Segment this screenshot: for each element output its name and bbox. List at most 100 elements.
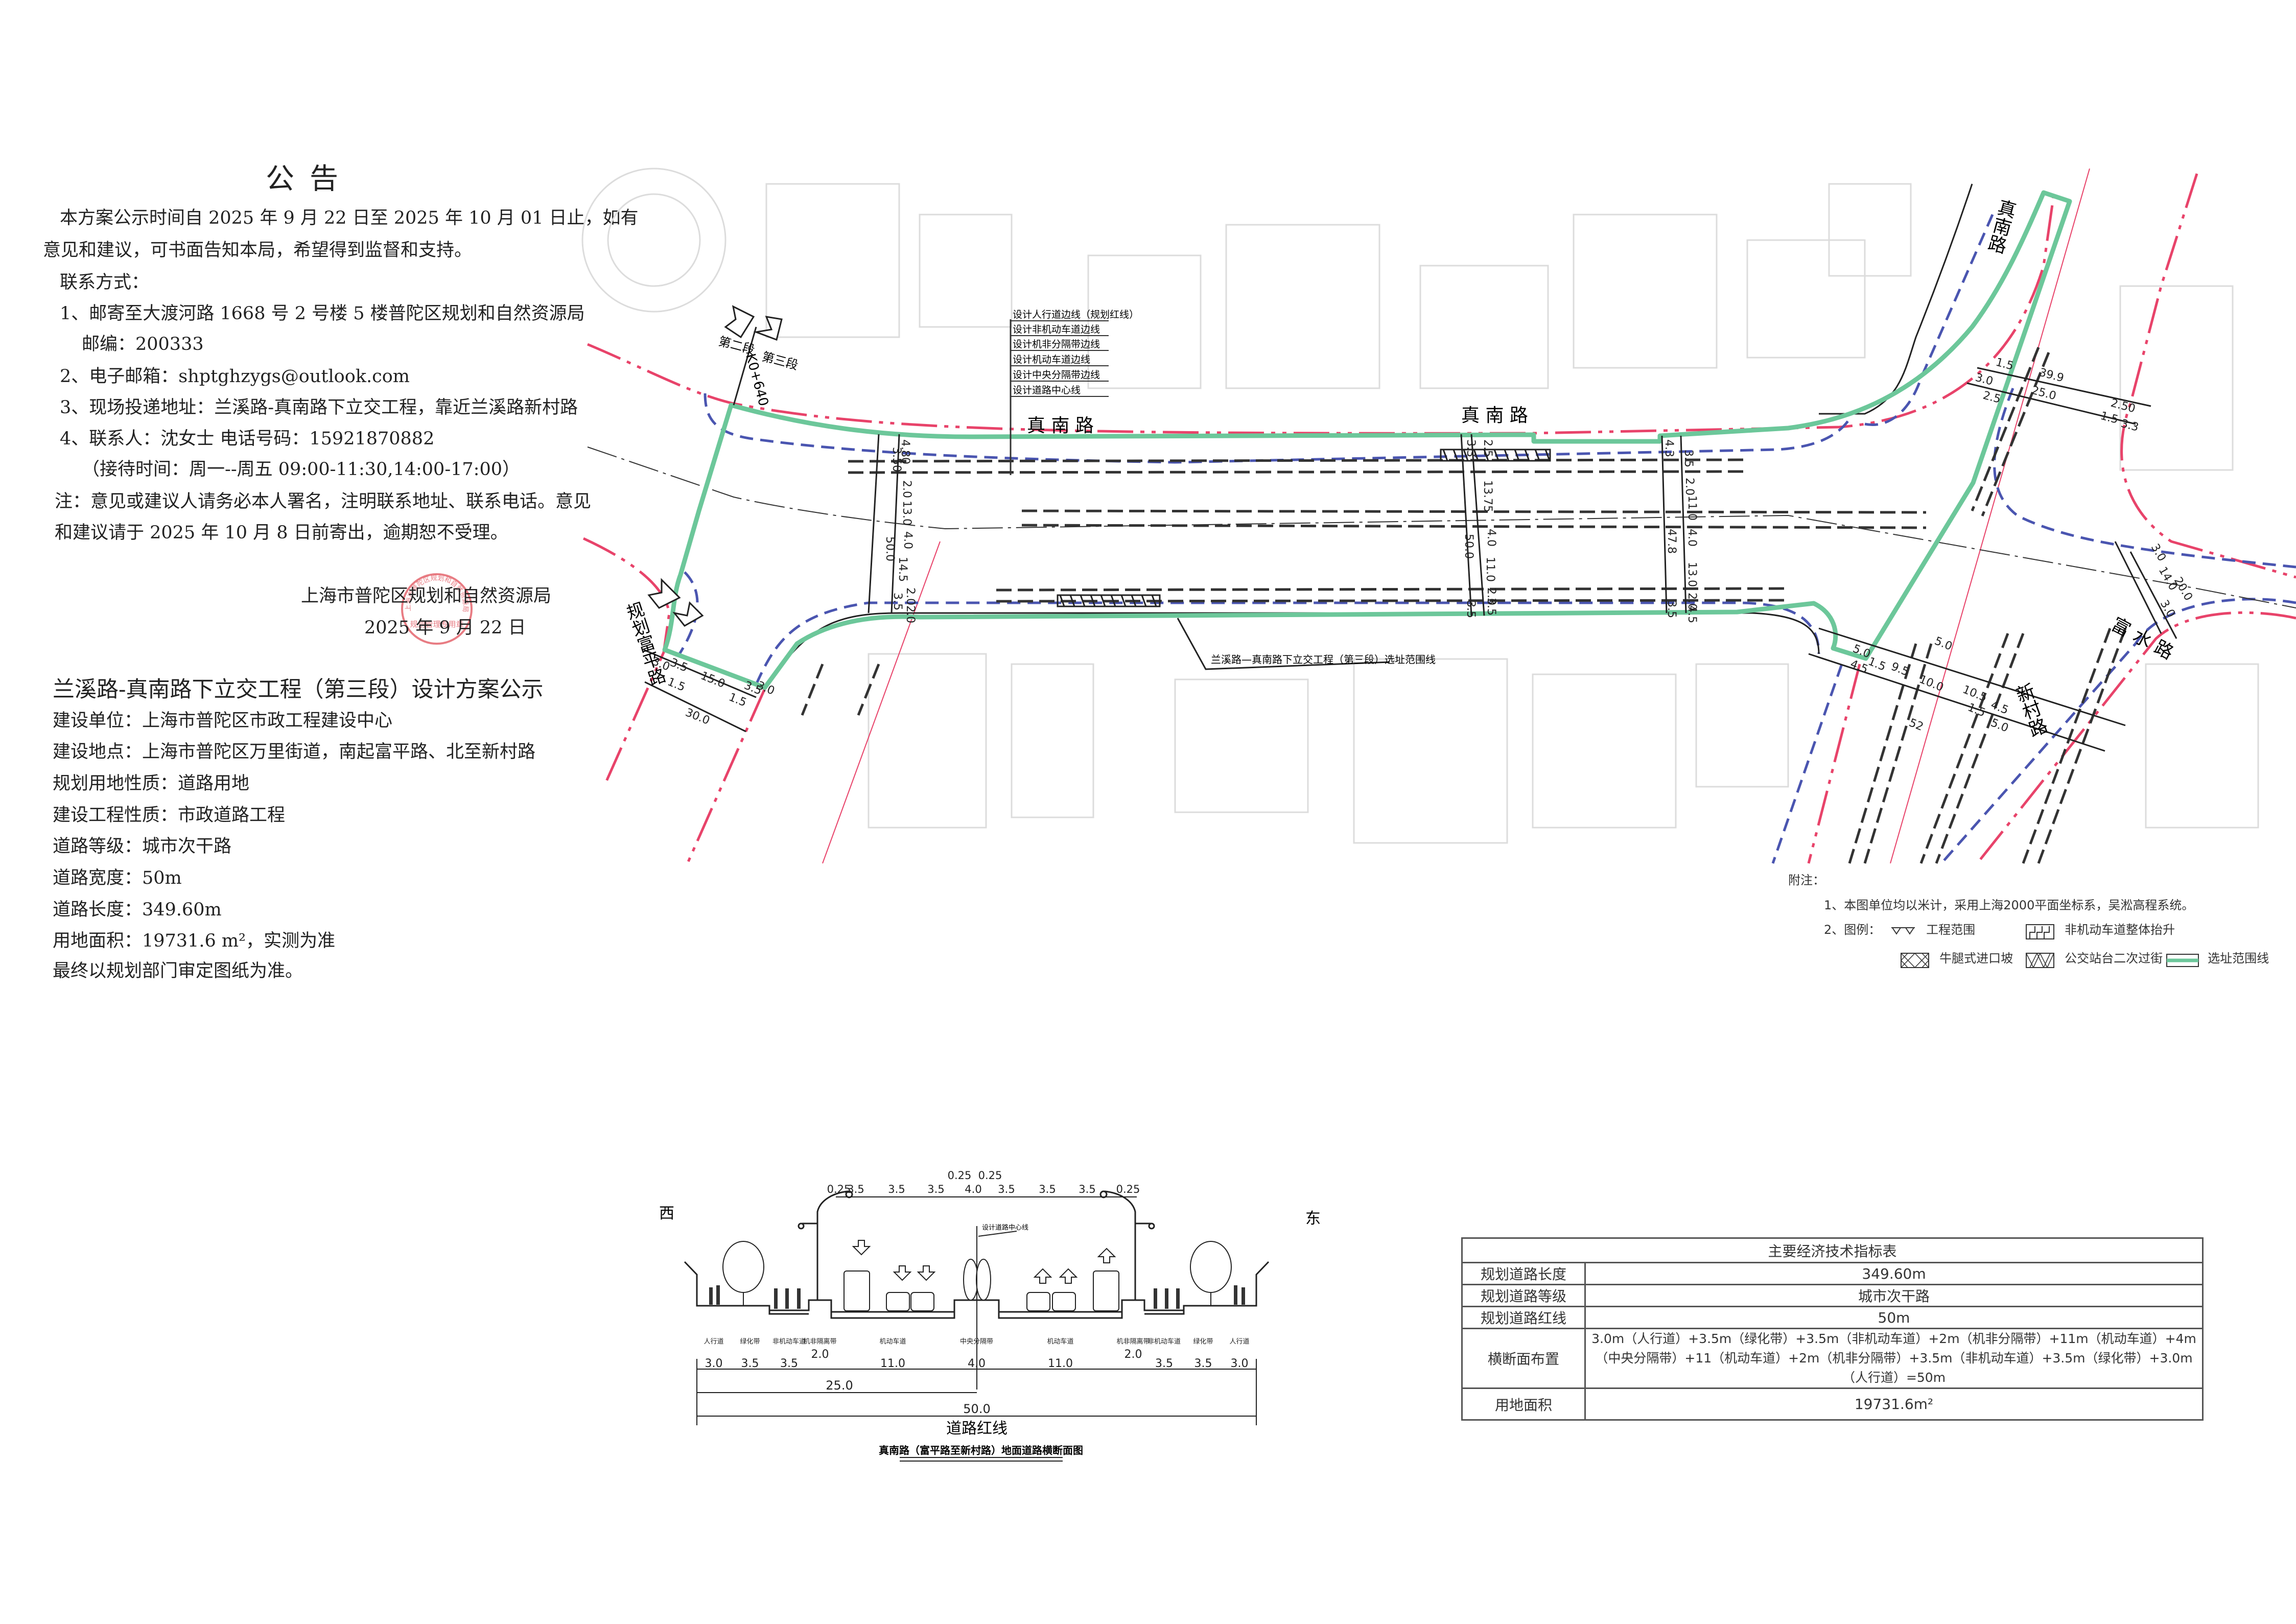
dimension-label: 3.5 [1665,600,1678,618]
total-width-label: 50.0 [963,1402,990,1416]
dimension-label: 4.0 [1685,529,1698,547]
dimension-label: 3.50 [890,447,903,472]
boundary-callout-leader [1177,618,1390,670]
planning-red-lines [582,173,2296,867]
direction-arrows [852,1240,1116,1284]
dimension-label: 3.5 [1682,450,1695,467]
top-dimension-label: 3.5 [888,1183,905,1195]
road-centerline [587,446,2296,608]
project-info: 道路宽度：50m [53,868,182,888]
legend-text: 选址范围线 [2208,951,2269,966]
row-label: 用地面积 [1461,1387,1586,1421]
zone-width-label: 3.5 [1194,1357,1212,1370]
notice-line: 注：意见或建议人请务必本人署名，注明联系地址、联系电话。意见 [55,491,592,512]
zone-width-label: 4.0 [968,1357,986,1370]
dimension-label: 2.0 [1485,587,1497,605]
lane-lines [801,347,2127,864]
dimension-label: 4.0 [901,531,914,549]
cross-section-title: 真南路（富平路至新村路）地面道路横断面图 [879,1444,1083,1456]
notice-line: 本方案公示时间自 2025 年 9 月 22 日至 2025 年 10 月 01… [60,208,639,228]
project-info: 道路等级：城市次干路 [53,836,232,857]
dimension-label: 2.0 [904,605,917,623]
legend-text: 公交站台二次过街 [2065,951,2163,966]
notice-email: 2、电子邮箱：shptghzygs@outlook.com [60,366,410,387]
dimension-label: 3.3 [1464,439,1477,457]
top-dimension-label: 3.5 [927,1183,944,1195]
callout-bike-lane-edge: 设计非机动车道边线 [1013,324,1100,335]
notice-hours: （接待时间：周一--周五 09:00-11:30,14:00-17:00） [82,459,521,480]
dimension-label: 14.5 [896,557,909,582]
zone-width-label: 11.0 [1048,1357,1073,1370]
road-name-zhennan: 真 南 路 [1027,415,1094,436]
section-lines [643,367,2177,752]
zone-label: 中央分隔带 [960,1338,993,1346]
dimension-label: 4.5 [1685,605,1698,623]
dimension-label: 2.5 [1481,439,1494,457]
project-info: 最终以规划部门审定图纸为准。 [53,961,303,981]
legend-text: 牛腿式进口坡 [1939,951,2013,966]
top-dimension-label: 0.25 [1116,1183,1140,1195]
callout-median-edge: 设计中央分隔带边线 [1013,369,1100,381]
site-boundary-swatch-icon [2166,953,2199,967]
street-lamp [798,1190,1155,1300]
dimension-label: 13.75 [1481,480,1494,512]
top-dimension-label: 4.0 [965,1183,981,1195]
dimension-label: 4.3 [1662,439,1675,457]
dimension-label: 11.0 [1685,496,1698,521]
zone-width-label: 3.5 [741,1357,759,1370]
dimension-label: 2.0 [900,480,913,498]
project-info: 建设单位：上海市普陀区市政工程建设中心 [53,711,393,731]
zone-label: 非机动车道 [772,1337,806,1346]
raised-bike-lane-hatch [1057,449,1551,607]
official-stamp: 上海市普陀区规划和自然资源局 规划管理专用章 [401,573,473,645]
road-centerline-thin [1890,168,2090,864]
top-dimension-label: 3.5 [998,1183,1015,1195]
zone-label: 人行道 [1229,1338,1249,1346]
top-dimension-label: 0.25 [948,1169,972,1182]
dimension-label: 4.0 [1485,529,1497,547]
road-name-zhennan: 真 南 路 [1461,405,1528,426]
dimension-label: 4.80 [899,439,911,464]
zone-label: 绿化带 [740,1338,760,1346]
background-buildings [581,168,2259,844]
notice-line: 1、邮寄至大渡河路 1668 号 2 号楼 5 楼普陀区规划和自然资源局 [60,303,585,324]
notice-date: 2025 年 9 月 22 日 [364,618,526,638]
red-line-label: 道路红线 [946,1420,1008,1438]
project-info: 建设地点：上海市普陀区万里街道，南起富平路、北至新村路 [53,742,536,762]
dimension-label: 3.5 [891,593,904,610]
dimension-label: 2.0 [1685,593,1698,610]
legend-label: 2、图例： [1824,923,1881,937]
west-label: 西 [659,1205,674,1222]
notice-line: 和建议请于 2025 年 10 月 8 日前寄出，逾期恕不受理。 [55,523,508,543]
zone-label: 机动车道 [879,1337,906,1346]
zone-label: 机非隔离带 [1116,1337,1150,1346]
note-1: 1、本图单位均以米计，采用上海2000平面坐标系，吴淞高程系统。 [1824,898,2194,912]
east-label: 东 [1305,1210,1321,1228]
line-type-callout: 设计人行道边线（规划红线） 设计非机动车道边线 设计机非分隔带边线 设计机动车道… [1010,309,1139,475]
notice-line: 邮编：200333 [82,334,204,355]
callout-separator-edge: 设计机非分隔带边线 [1013,339,1100,350]
zone-width-label: 3.5 [1155,1357,1173,1370]
dimension-label: 50.0 [1462,534,1475,559]
legend-item-project-range: 工程范围 [1890,920,1975,939]
bus-crossing-hatch-icon [2026,952,2054,969]
project-info: 用地面积：19731.6 m²，实测为准 [53,931,336,951]
callout-sidewalk-edge: 设计人行道边线（规划红线） [1013,309,1139,320]
project-title: 兰溪路-真南路下立交工程（第三段）设计方案公示 [53,677,544,702]
zone-width-label: 3.0 [705,1357,723,1370]
zone-label: 人行道 [704,1338,723,1346]
notice-line: 意见和建议，可书面告知本局，希望得到监督和支持。 [43,240,473,261]
vehicles [844,1270,1119,1311]
row-value: 50m [1584,1306,2204,1329]
dimension-label: 50.0 [883,536,896,561]
legend-item-bus-crossing: 公交站台二次过街 [2026,948,2163,969]
row-label: 横断面布置 [1461,1328,1586,1389]
signature: 上海市普陀区规划和自然资源局 [301,586,552,606]
project-info: 规划用地性质：道路用地 [53,773,250,794]
zone-width-label: 3.5 [780,1357,798,1370]
project-range-icon [1891,927,1915,935]
